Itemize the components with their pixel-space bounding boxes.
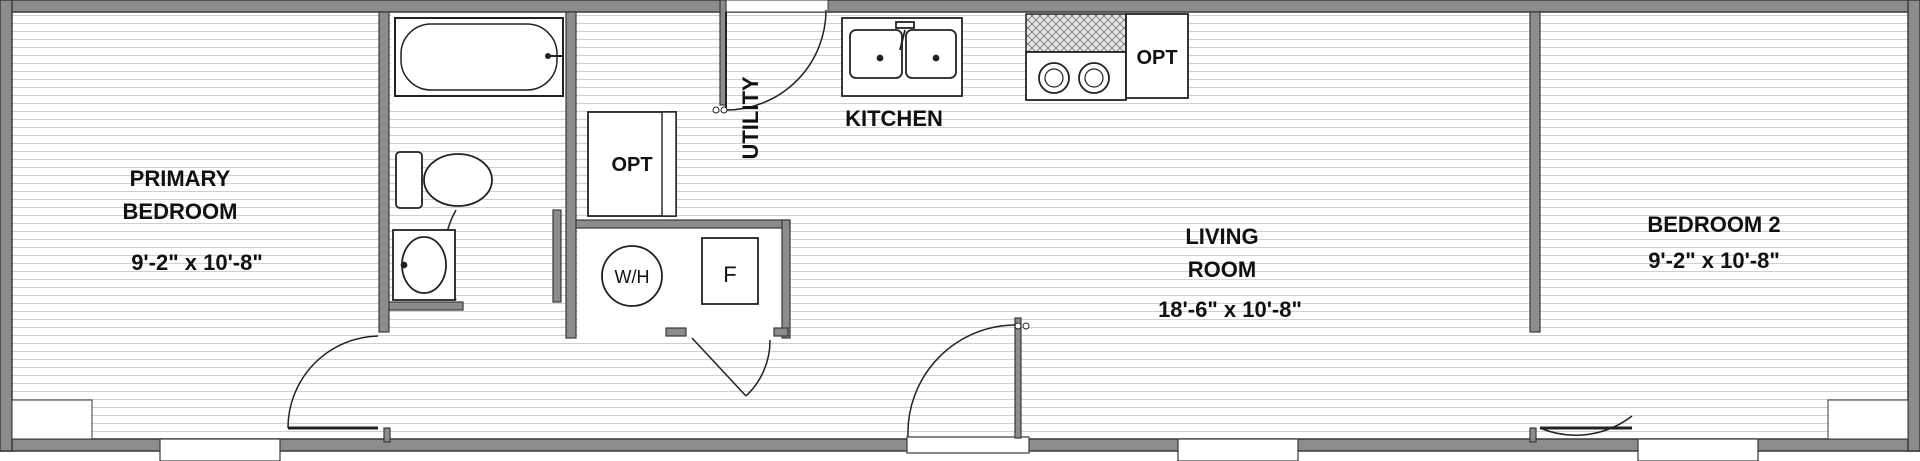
living-room-label-line2: ROOM [1188, 257, 1256, 282]
water-heater-label: W/H [615, 267, 650, 287]
door-swing-icon [287, 335, 379, 429]
utility-label: UTILITY [738, 76, 763, 159]
windows [159, 436, 1759, 461]
door-opening [719, 0, 829, 13]
toilet-icon [395, 151, 493, 209]
opt-appliance-box [1125, 13, 1189, 99]
primary-bedroom-label-line2: BEDROOM [123, 199, 238, 224]
kitchen-label: KITCHEN [845, 106, 943, 131]
range-icon [1025, 13, 1127, 101]
primary-bedroom-dims: 9'-2" x 10'-8" [131, 250, 263, 275]
room-bedroom-2: BEDROOM 2 9'-2" x 10'-8" [1647, 212, 1780, 273]
room-living-room: LIVING ROOM 18'-6" x 10'-8" [1158, 224, 1302, 322]
window [1177, 438, 1299, 461]
closet [11, 399, 93, 440]
door-swings [287, 9, 1633, 438]
living-room-label-line1: LIVING [1185, 224, 1258, 249]
opt-kitchen-label: OPT [1136, 47, 1177, 69]
door-swing-icon [907, 324, 1019, 438]
door-swing-icon [691, 337, 747, 397]
closet [1827, 399, 1909, 440]
door-hardware [712, 106, 1030, 330]
door-swing-icon [745, 339, 771, 397]
door-opening [906, 436, 1030, 454]
double-sink-icon [841, 17, 963, 97]
room-primary-bedroom: PRIMARY BEDROOM 9'-2" x 10'-8" [123, 166, 263, 275]
bedroom-2-label: BEDROOM 2 [1647, 212, 1780, 237]
living-room-dims: 18'-6" x 10'-8" [1158, 297, 1302, 322]
furnace-label: F [723, 262, 736, 287]
interior-walls [378, 0, 1541, 443]
vanity-sink-icon [392, 229, 456, 301]
bathtub-icon [394, 17, 564, 97]
door-swing-icon [1539, 415, 1633, 436]
water-heater-icon [601, 245, 663, 307]
primary-bedroom-label-line1: PRIMARY [130, 166, 231, 191]
window [1637, 438, 1759, 461]
furnace-icon [701, 237, 759, 305]
window [159, 438, 281, 461]
opt-closet-label: OPT [611, 154, 652, 176]
bedroom-2-dims: 9'-2" x 10'-8" [1648, 248, 1780, 273]
door-swing-icon [725, 9, 827, 111]
